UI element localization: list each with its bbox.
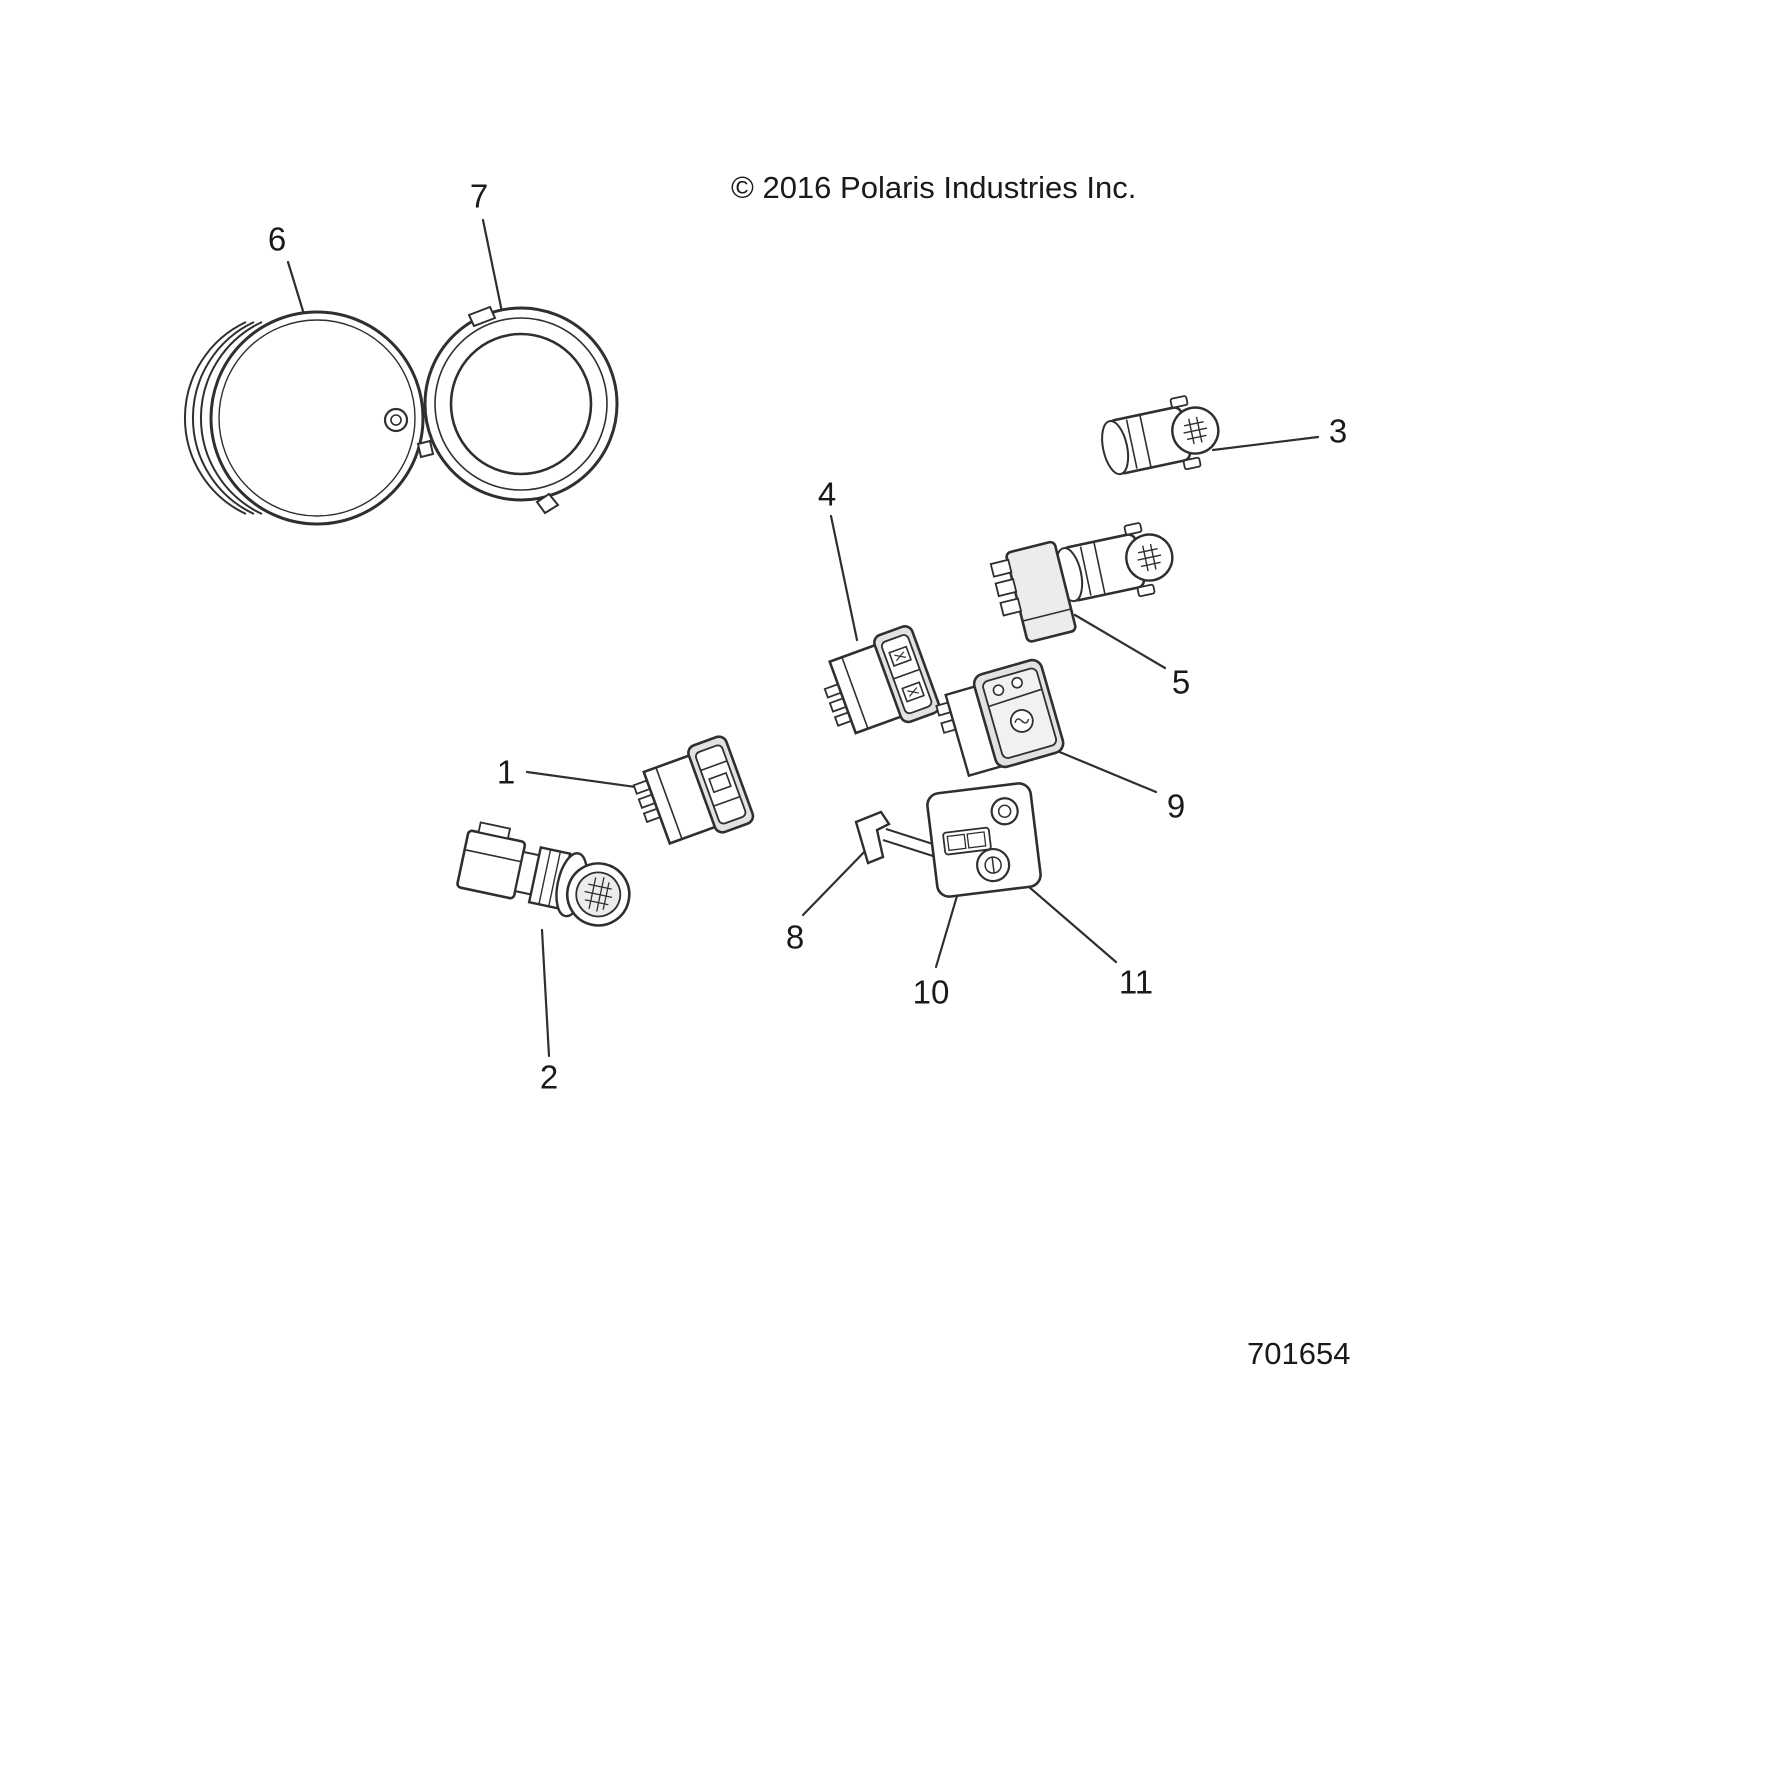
bezel-tab-bottom (535, 492, 560, 515)
callout-5: 5 (1171, 663, 1191, 701)
figure-number: 701654 (1247, 1336, 1351, 1371)
bezel-tab-left (416, 439, 435, 459)
leader-7 (481, 218, 504, 314)
switch-lamp-right (1011, 676, 1023, 689)
callout-10: 10 (912, 973, 950, 1011)
part-5-connector-cover (989, 540, 1077, 643)
part-3-socket-upper (1101, 395, 1220, 476)
copyright-notice: © 2016 Polaris Industries Inc. (731, 170, 1137, 205)
callout-4: 4 (817, 475, 837, 513)
leader-8 (801, 844, 872, 917)
callout-8: 8 (785, 918, 805, 956)
leader-11 (1012, 872, 1118, 964)
leader-1 (525, 770, 652, 791)
part-socket-lower (1055, 522, 1174, 603)
part-8-bracket (854, 810, 937, 865)
leader-10 (934, 894, 959, 969)
gauge-nub (383, 407, 409, 433)
callout-9: 9 (1166, 787, 1186, 825)
callout-6: 6 (267, 220, 287, 258)
leader-9 (1048, 746, 1158, 794)
panel-label-plate (942, 826, 992, 856)
callout-3: 3 (1328, 412, 1348, 450)
leader-3 (1211, 435, 1320, 452)
switch-lamp-left (992, 684, 1005, 696)
bezel-tab-top (467, 305, 497, 328)
leader-5 (1073, 613, 1167, 670)
part-7-gauge-bezel (416, 305, 619, 515)
panel-knob-upper (990, 797, 1019, 826)
leader-4 (829, 514, 859, 642)
callout-2: 2 (539, 1058, 559, 1096)
part-10-switch-panel (926, 782, 1042, 898)
callout-11: 11 (1118, 963, 1154, 1001)
part-6-gauge-body (183, 310, 425, 526)
switch-icon (708, 771, 732, 794)
part-9-rocker-switch (935, 658, 1065, 778)
part-2-ignition-switch (456, 821, 631, 927)
leader-2 (540, 928, 551, 1058)
callout-1: 1 (496, 753, 516, 791)
part-4-rocker-switch (823, 625, 941, 735)
part-1-rocker-switch (632, 735, 755, 846)
callout-7: 7 (469, 177, 489, 215)
